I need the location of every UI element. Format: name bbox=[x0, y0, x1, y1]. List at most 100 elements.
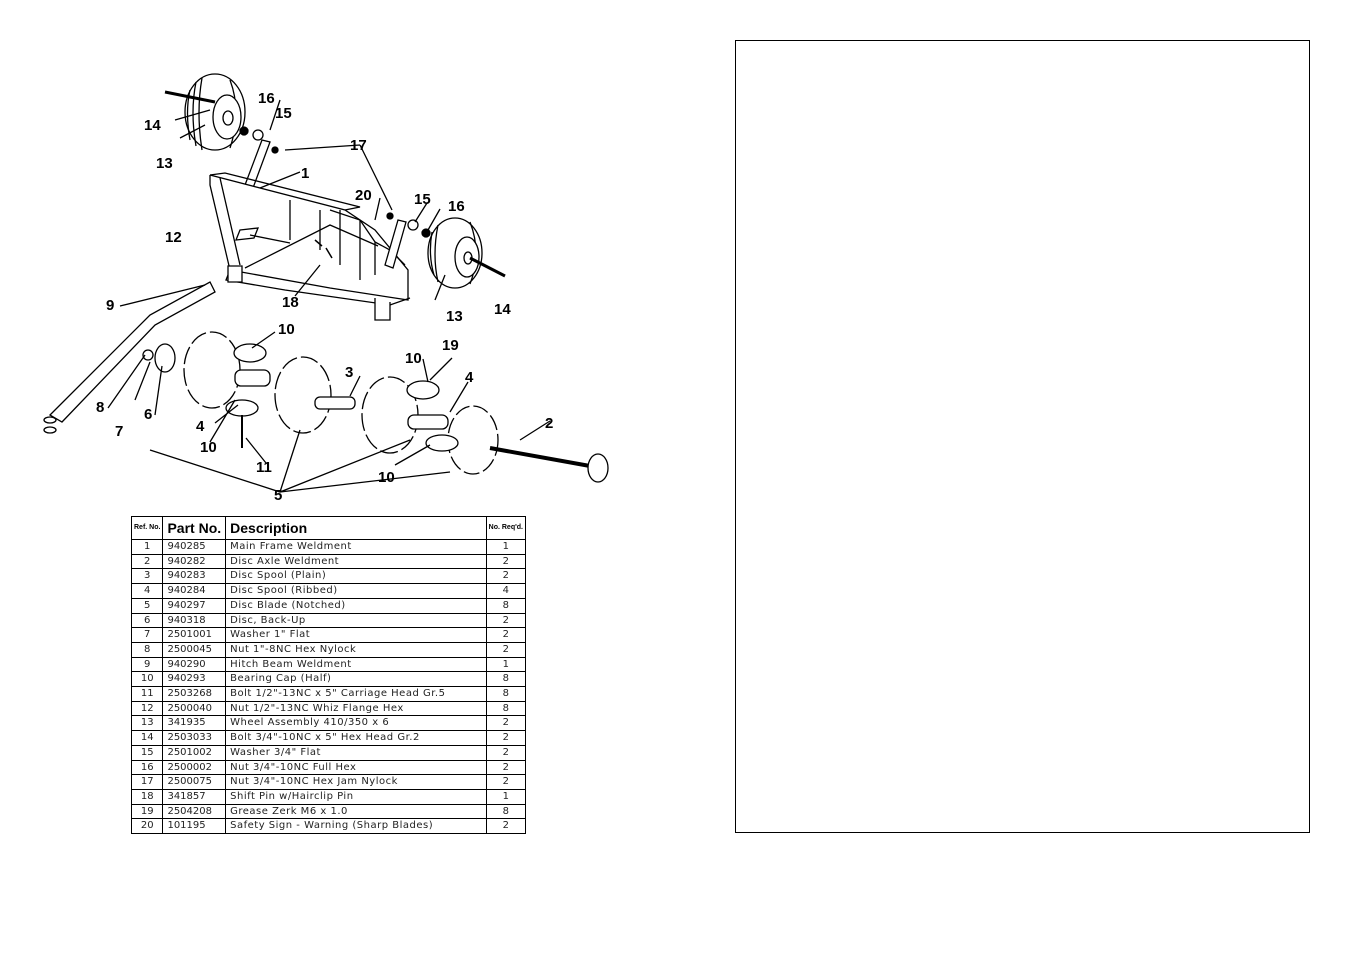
description-cell: Washer 1" Flat bbox=[225, 627, 487, 643]
spindle-right bbox=[384, 219, 407, 269]
ref-no-cell: 1 bbox=[130, 539, 164, 555]
callout-10-top: 10 bbox=[278, 321, 295, 338]
description-cell: Disc Spool (Plain) bbox=[225, 568, 487, 585]
part-no-cell: 2500002 bbox=[162, 759, 227, 776]
part-no-cell: 341857 bbox=[162, 788, 227, 805]
ref-no-cell: 4 bbox=[130, 583, 164, 599]
qty-cell: 1 bbox=[485, 539, 527, 555]
part-no-cell: 940290 bbox=[162, 656, 227, 673]
qty-cell: 2 bbox=[485, 627, 527, 643]
ref-no-cell: 3 bbox=[130, 568, 164, 585]
description-cell: Disc Spool (Ribbed) bbox=[225, 583, 487, 599]
description-cell: Nut 3/4"-10NC Full Hex bbox=[225, 759, 487, 776]
part-no-cell: 2503033 bbox=[162, 730, 227, 746]
description-cell: Hitch Beam Weldment bbox=[225, 656, 487, 673]
qty-cell: 2 bbox=[485, 759, 527, 776]
ref-no-cell: 17 bbox=[130, 774, 164, 790]
qty-cell: 2 bbox=[485, 774, 527, 790]
part-no-cell: 940318 bbox=[162, 612, 227, 629]
disc-blades bbox=[183, 331, 499, 475]
blank-page-panel bbox=[735, 40, 1310, 833]
callout-9: 9 bbox=[106, 297, 114, 314]
callout-4-left: 4 bbox=[196, 418, 205, 435]
bolt-14-left bbox=[164, 90, 216, 104]
backup-disc bbox=[154, 343, 176, 373]
part-no-cell: 2501002 bbox=[162, 744, 227, 761]
description-cell: Bolt 3/4"-10NC x 5" Hex Head Gr.2 bbox=[225, 730, 487, 746]
ref-no-cell: 18 bbox=[130, 788, 164, 805]
callout-10-bottom-left: 10 bbox=[200, 439, 217, 456]
qty-cell: 8 bbox=[485, 671, 527, 688]
part-no-cell: 2503268 bbox=[162, 686, 227, 702]
qty-cell: 2 bbox=[485, 744, 527, 761]
ref-no-header: Ref. No. bbox=[130, 516, 164, 540]
ref-no-cell: 16 bbox=[130, 759, 164, 776]
part-no-cell: 341935 bbox=[162, 715, 227, 732]
description-cell: Main Frame Weldment bbox=[225, 539, 487, 555]
ref-no-cell: 10 bbox=[130, 671, 164, 688]
description-cell: Washer 3/4" Flat bbox=[225, 744, 487, 761]
qty-cell: 2 bbox=[485, 568, 527, 585]
part-no-cell: 2500045 bbox=[162, 641, 227, 658]
callout-10-right-top: 10 bbox=[405, 350, 422, 367]
qty-cell: 4 bbox=[485, 583, 527, 599]
part-no-cell: 940285 bbox=[162, 539, 227, 555]
callout-16-right: 16 bbox=[448, 198, 465, 215]
ref-no-cell: 7 bbox=[130, 627, 164, 643]
ref-no-cell: 8 bbox=[130, 641, 164, 658]
nut-16-left bbox=[239, 126, 249, 136]
description-header: Description bbox=[225, 516, 487, 540]
callout-1: 1 bbox=[301, 165, 309, 182]
qty-cell: 2 bbox=[485, 641, 527, 658]
ref-no-cell: 2 bbox=[130, 553, 164, 570]
part-no-header: Part No. bbox=[162, 516, 227, 540]
part-no-cell: 101195 bbox=[162, 818, 227, 835]
qty-cell: 8 bbox=[485, 686, 527, 702]
exploded-parts-diagram: 14 13 16 15 17 1 20 15 16 12 9 18 13 14 … bbox=[43, 73, 609, 504]
main-frame bbox=[209, 172, 411, 321]
ref-no-cell: 6 bbox=[130, 612, 164, 629]
callout-14-right: 14 bbox=[494, 301, 511, 318]
description-cell: Grease Zerk M6 x 1.0 bbox=[225, 803, 487, 820]
part-no-cell: 940293 bbox=[162, 671, 227, 688]
callout-2: 2 bbox=[545, 415, 553, 432]
callout-13-left: 13 bbox=[156, 155, 173, 172]
wheel-right bbox=[427, 217, 483, 289]
description-cell: Nut 1"-8NC Hex Nylock bbox=[225, 641, 487, 658]
ref-no-cell: 19 bbox=[130, 803, 164, 820]
description-cell: Shift Pin w/Hairclip Pin bbox=[225, 788, 487, 805]
callout-8: 8 bbox=[96, 399, 104, 416]
callout-4-right: 4 bbox=[465, 369, 474, 386]
washer-15-right bbox=[407, 219, 419, 231]
part-no-cell: 2500075 bbox=[162, 774, 227, 790]
callout-5: 5 bbox=[274, 487, 282, 504]
qty-cell: 8 bbox=[485, 597, 527, 614]
callout-6: 6 bbox=[144, 406, 152, 423]
qty-cell: 2 bbox=[485, 553, 527, 570]
hitch-beam bbox=[48, 281, 216, 423]
part-no-cell: 940284 bbox=[162, 583, 227, 599]
callout-18: 18 bbox=[282, 294, 299, 311]
callout-14-left: 14 bbox=[144, 117, 161, 134]
callout-3: 3 bbox=[345, 364, 353, 381]
ref-no-cell: 11 bbox=[130, 686, 164, 702]
description-cell: Wheel Assembly 410/350 x 6 bbox=[225, 715, 487, 732]
part-no-cell: 2504208 bbox=[162, 803, 227, 820]
part-no-cell: 2501001 bbox=[162, 627, 227, 643]
callout-16-left: 16 bbox=[258, 90, 275, 107]
qty-cell: 2 bbox=[485, 612, 527, 629]
